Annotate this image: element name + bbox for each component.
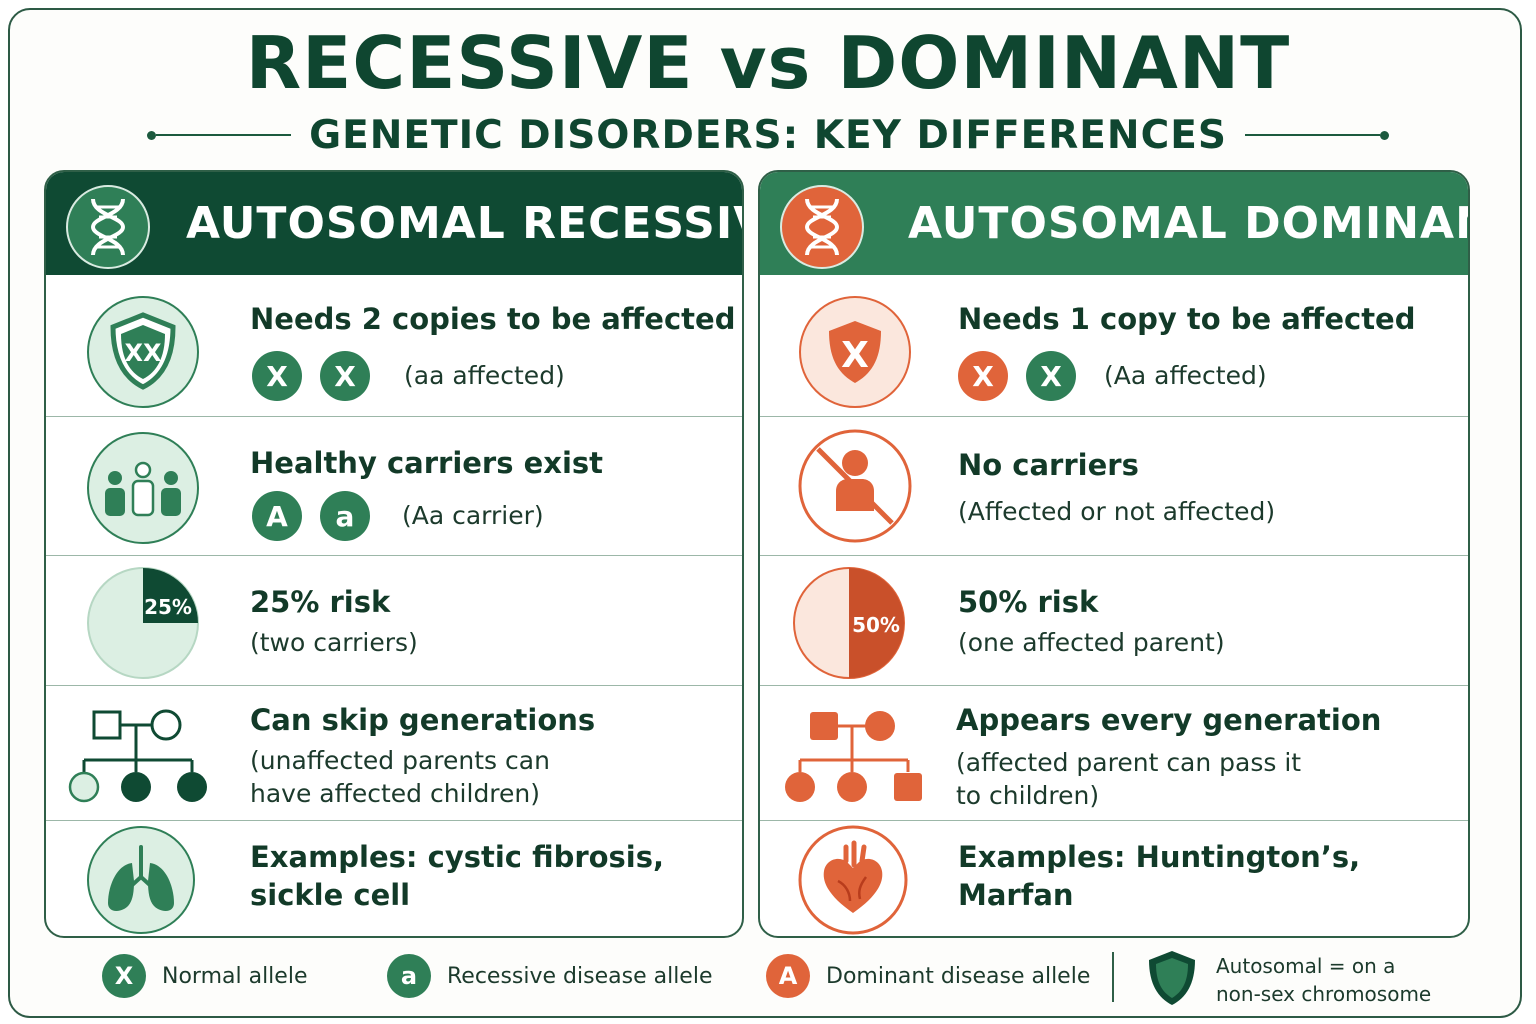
row-title: No carriers bbox=[958, 448, 1139, 482]
row-title: Needs 1 copy to be affected bbox=[958, 302, 1416, 336]
lungs-icon bbox=[86, 825, 196, 936]
row-title: 25% risk bbox=[250, 585, 391, 619]
allele-badge: a bbox=[387, 954, 431, 998]
row-title: Needs 2 copies to be affected bbox=[250, 302, 736, 336]
dna-icon bbox=[780, 185, 864, 269]
legend-label: Dominant disease allele bbox=[826, 963, 1091, 989]
recessive-row-carriers: Healthy carriers exist A a (Aa carrier) bbox=[46, 416, 742, 555]
legend: X Normal allele a Recessive disease alle… bbox=[0, 948, 1536, 1008]
legend-item-dominant: A Dominant disease allele bbox=[766, 954, 1090, 998]
svg-text:X: X bbox=[841, 335, 869, 376]
svg-text:XX: XX bbox=[124, 339, 162, 367]
svg-text:25%: 25% bbox=[144, 595, 192, 619]
recessive-header-title: AUTOSOMAL RECESSIVE bbox=[186, 198, 744, 249]
dominant-header-title: AUTOSOMAL DOMINANT bbox=[908, 198, 1470, 249]
allele-badge: X bbox=[1026, 351, 1076, 401]
row-title: 50% risk bbox=[958, 585, 1099, 619]
dominant-row-copies: X Needs 1 copy to be affected X X (Aa af… bbox=[760, 275, 1468, 416]
heart-icon bbox=[798, 825, 908, 936]
legend-item-normal: X Normal allele bbox=[102, 954, 307, 998]
recessive-header: AUTOSOMAL RECESSIVE bbox=[46, 172, 742, 275]
no-carrier-icon bbox=[798, 429, 912, 547]
page-subtitle: GENETIC DISORDERS: KEY DIFFERENCES bbox=[309, 112, 1227, 158]
row-note: (Aa carrier) bbox=[402, 501, 544, 530]
legend-note-line: non-sex chromosome bbox=[1216, 982, 1432, 1006]
row-note: (Affected or not affected) bbox=[958, 497, 1276, 526]
allele-badge: A bbox=[766, 954, 810, 998]
risk-pie-icon: 25% bbox=[86, 566, 200, 684]
row-title-line: Marfan bbox=[958, 878, 1074, 912]
svg-text:50%: 50% bbox=[852, 613, 900, 637]
legend-note: Autosomal = on a non-sex chromosome bbox=[1216, 952, 1431, 1008]
dominant-header: AUTOSOMAL DOMINANT bbox=[760, 172, 1468, 275]
recessive-row-generations: Can skip generations (unaffected parents… bbox=[46, 685, 742, 820]
row-note: (two carriers) bbox=[250, 628, 418, 657]
row-note-line: (unaffected parents can bbox=[250, 746, 550, 775]
row-note-line: have affected children) bbox=[250, 779, 541, 808]
left-rule bbox=[147, 130, 292, 140]
row-title: Healthy carriers exist bbox=[250, 446, 604, 480]
recessive-row-risk: 25% 25% risk (two carriers) bbox=[46, 555, 742, 685]
shield-xx-icon: XX bbox=[86, 295, 200, 413]
allele-badge: X bbox=[320, 351, 370, 401]
pedigree-icon bbox=[68, 708, 212, 812]
row-title-line: Examples: Huntington’s, bbox=[958, 840, 1361, 874]
pedigree-icon bbox=[784, 708, 928, 812]
risk-pie-icon: 50% bbox=[792, 566, 906, 684]
allele-badge: X bbox=[252, 351, 302, 401]
shield-icon bbox=[1146, 948, 1198, 1012]
recessive-row-examples: Examples: cystic fibrosis, sickle cell bbox=[46, 820, 742, 936]
allele-badge: X bbox=[102, 954, 146, 998]
dominant-row-examples: Examples: Huntington’s, Marfan bbox=[760, 820, 1468, 936]
legend-item-recessive: a Recessive disease allele bbox=[387, 954, 712, 998]
row-note-line: (affected parent can pass it bbox=[956, 748, 1302, 777]
legend-note-line: Autosomal = on a bbox=[1216, 954, 1396, 978]
row-title: Can skip generations bbox=[250, 703, 596, 737]
carrier-family-icon bbox=[86, 431, 200, 549]
row-title: Appears every generation bbox=[956, 703, 1382, 737]
dna-icon bbox=[66, 185, 150, 269]
recessive-panel: AUTOSOMAL RECESSIVE XX Needs 2 copies to… bbox=[44, 170, 744, 938]
subtitle-row: GENETIC DISORDERS: KEY DIFFERENCES bbox=[0, 110, 1536, 160]
dominant-panel: AUTOSOMAL DOMINANT X Needs 1 copy to be … bbox=[758, 170, 1470, 938]
legend-label: Recessive disease allele bbox=[447, 963, 713, 989]
right-rule bbox=[1244, 130, 1389, 140]
row-note: (aa affected) bbox=[404, 361, 565, 390]
row-title-line: Examples: cystic fibrosis, bbox=[250, 840, 665, 874]
legend-label: Normal allele bbox=[162, 963, 308, 989]
dominant-row-generations: Appears every generation (affected paren… bbox=[760, 685, 1468, 820]
allele-badge: a bbox=[320, 491, 370, 541]
row-note: (Aa affected) bbox=[1104, 361, 1267, 390]
row-title-line: sickle cell bbox=[250, 878, 411, 912]
page-title: RECESSIVE vs DOMINANT bbox=[245, 21, 1291, 105]
row-note: (one affected parent) bbox=[958, 628, 1225, 657]
allele-badge: X bbox=[958, 351, 1008, 401]
shield-x-icon: X bbox=[798, 295, 912, 413]
legend-divider bbox=[1112, 952, 1114, 1002]
dominant-row-risk: 50% 50% risk (one affected parent) bbox=[760, 555, 1468, 685]
recessive-row-copies: XX Needs 2 copies to be affected X X (aa… bbox=[46, 275, 742, 416]
row-note-line: to children) bbox=[956, 781, 1100, 810]
dominant-row-carriers: No carriers (Affected or not affected) bbox=[760, 416, 1468, 555]
allele-badge: A bbox=[252, 491, 302, 541]
